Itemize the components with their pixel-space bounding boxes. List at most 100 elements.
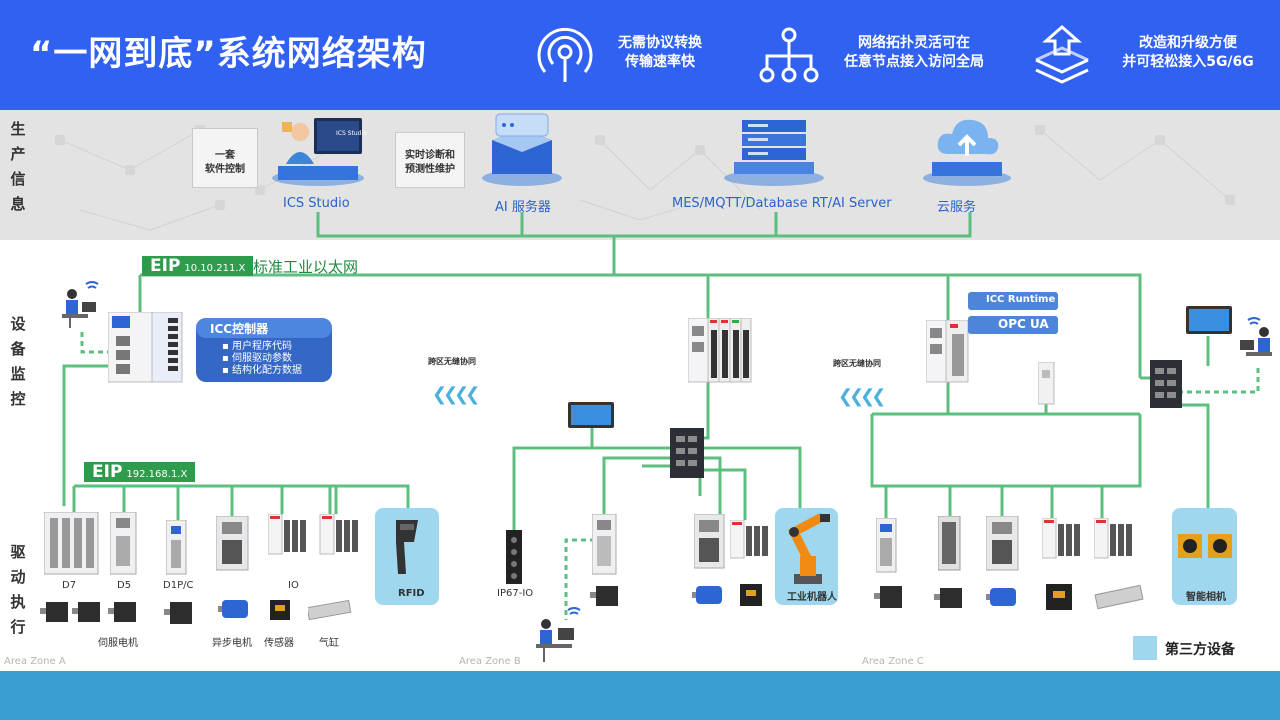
note-software-control: 一套软件控制 <box>192 128 258 188</box>
ics-studio-label: ICS Studio <box>283 196 350 211</box>
cylinder-icon <box>308 599 352 621</box>
feature-3-line1: 改造和升级方便 <box>1139 35 1237 51</box>
feature-3-text: 改造和升级方便 并可轻松接入5G/6G <box>1100 34 1276 72</box>
cylinder-label: 气缸 <box>319 638 339 649</box>
servo-motor-icon <box>934 588 962 608</box>
operator-workstation-icon <box>62 281 99 328</box>
plc-controller-c-icon <box>926 320 969 383</box>
hmi-panel-b-icon <box>568 402 614 428</box>
ai-server-icon <box>482 113 562 186</box>
mes-server-stack-icon <box>724 120 824 186</box>
camera-label: 智能相机 <box>1186 592 1226 603</box>
footer-bar <box>0 671 1280 720</box>
servo-motors-icon <box>40 602 136 622</box>
icc-card-items: ▪ 用户程序代码 ▪ 伺服驱动参数 ▪ 结构化配方数据 <box>222 341 302 376</box>
drive-c1-icon <box>876 518 897 573</box>
icc-controller-card <box>196 318 332 382</box>
icc-item-2: 伺服驱动参数 <box>231 353 292 364</box>
io-module-c2-icon <box>1094 518 1132 559</box>
network-switch-b-icon <box>670 428 704 478</box>
mes-server-label: MES/MQTT/Database RT/AI Server <box>672 196 892 211</box>
cloud-service-icon <box>923 119 1011 186</box>
servo-motor-icon <box>874 586 902 608</box>
ip67-io-icon <box>506 530 522 584</box>
legend-swatch <box>1133 636 1157 660</box>
ai-server-label: AI 服务器 <box>495 200 551 215</box>
robot-label: 工业机器人 <box>787 592 837 603</box>
icc-runtime-badge: ICC Runtime <box>986 294 1056 305</box>
d5-label: D5 <box>117 580 132 591</box>
operator-workstation-icon <box>536 607 581 662</box>
d1p-label: D1P/C <box>163 580 194 591</box>
wireless-signal-icon <box>537 28 593 82</box>
legend-label: 第三方设备 <box>1165 642 1235 658</box>
servo-motor-icon <box>590 586 618 606</box>
smart-camera-icon <box>1178 534 1232 558</box>
async-motor-label: 异步电机 <box>212 638 252 649</box>
layer-label-production: 生产 信息 <box>10 120 26 213</box>
io-coupler-c-icon <box>1038 362 1055 405</box>
io-modules-icon <box>268 514 358 555</box>
sensor-icon <box>740 584 762 606</box>
feature-3-line2: 并可轻松接入5G/6G <box>1122 54 1254 70</box>
feature-2-line2: 任意节点接入访问全局 <box>844 54 984 70</box>
rfid-label: RFID <box>398 588 425 599</box>
async-motor-icon <box>986 588 1016 606</box>
sensor-label: 传感器 <box>264 638 294 649</box>
icc-item-3: 结构化配方数据 <box>231 365 302 376</box>
network-switch-c-icon <box>1150 360 1182 408</box>
plc-controller-b-icon <box>688 318 752 383</box>
feature-1-text: 无需协议转换 传输速率快 <box>605 34 715 72</box>
drive-c3-icon <box>986 516 1019 571</box>
layer-label-monitoring: 设备 监控 <box>10 315 26 408</box>
io-drive-icon <box>216 516 249 571</box>
feature-2-line1: 网络拓扑灵活可在 <box>858 35 970 51</box>
drive-b2-icon <box>694 514 725 569</box>
zone-c-label: Area Zone C <box>862 656 924 667</box>
sensor-icon <box>270 600 290 620</box>
io-module-c1-icon <box>1042 518 1080 559</box>
layer-label-drive: 驱动 执行 <box>10 543 26 636</box>
feature-1-line1: 无需协议转换 <box>618 35 702 51</box>
io-module-b-icon <box>730 520 768 559</box>
page-title: “一网到底”系统网络架构 <box>30 34 427 74</box>
drive-c2-icon <box>938 516 961 571</box>
async-motor-icon <box>692 586 722 604</box>
d7-drive-icon <box>44 512 99 575</box>
io-label: IO <box>288 580 299 591</box>
chevron-right-icon: ❮❮❮❮ <box>838 386 886 407</box>
layers-upgrade-icon <box>1035 25 1089 84</box>
industrial-robot-icon <box>788 513 830 584</box>
runtime-badge-bg <box>968 292 1058 310</box>
zone-b-label: Area Zone B <box>459 656 521 667</box>
network-topology-icon <box>759 27 819 83</box>
wireless-links <box>80 330 1260 620</box>
zone-a-label: Area Zone A <box>4 656 66 667</box>
operator-workstation-icon <box>1240 317 1272 356</box>
ip67-io-label: IP67-IO <box>497 588 534 599</box>
ics-screen-text: ICS Studio <box>336 130 367 137</box>
feature-1-line2: 传输速率快 <box>625 54 695 70</box>
note-diagnostics: 实时诊断和预测性维护 <box>395 132 465 188</box>
icc-card-title: ICC控制器 <box>210 322 269 336</box>
eip-main-name: 标准工业以太网 <box>253 258 359 276</box>
sensor-icon <box>1046 584 1072 610</box>
opc-ua-badge: OPC UA <box>998 317 1049 331</box>
cloud-service-label: 云服务 <box>937 200 977 215</box>
icc-controller-icon <box>108 312 183 383</box>
rfid-scanner-icon <box>396 520 418 574</box>
cross-zone-label-bc: 跨区无缝协同 <box>833 359 881 368</box>
icc-item-1: 用户程序代码 <box>231 341 292 352</box>
feature-2-text: 网络拓扑灵活可在 任意节点接入访问全局 <box>828 34 1000 72</box>
servo-motor-icon <box>164 602 192 624</box>
cylinder-icon <box>1094 584 1144 610</box>
servo-motor-label: 伺服电机 <box>98 638 138 649</box>
opcua-badge-bg <box>968 316 1058 334</box>
d1p-drive-icon <box>166 520 187 575</box>
ics-studio-workstation-icon <box>272 118 364 186</box>
d5-drive-icon <box>110 512 137 575</box>
hmi-panel-c-icon <box>1186 306 1232 334</box>
cross-zone-label-ab: 跨区无缝协同 <box>428 357 476 366</box>
